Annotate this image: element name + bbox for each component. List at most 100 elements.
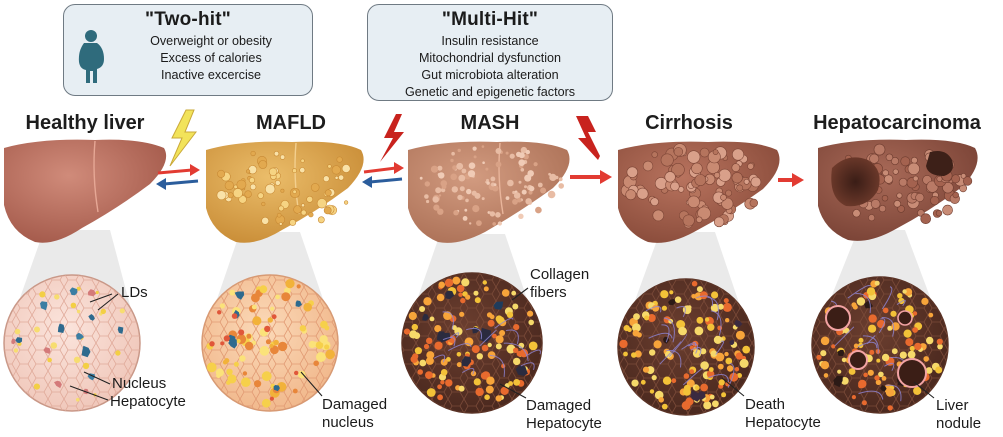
lipid-droplet	[936, 338, 943, 345]
fat-droplet	[513, 192, 521, 199]
fat-droplet	[268, 167, 278, 177]
lipid-droplet	[206, 362, 217, 373]
lipid-droplet	[489, 314, 495, 320]
progression-arrow	[778, 173, 804, 187]
fat-droplet	[476, 220, 482, 227]
lipid-droplet	[251, 304, 257, 310]
nucleus	[57, 323, 65, 333]
fat-droplet	[224, 180, 234, 191]
lipid-droplet	[252, 316, 262, 326]
liver-nodule	[749, 198, 758, 208]
lipid-droplet	[319, 335, 328, 344]
fat-droplet	[338, 174, 345, 181]
liver-nodule	[930, 196, 940, 206]
lipid-droplet	[937, 343, 943, 350]
liver-nodule	[907, 162, 920, 175]
lipid-droplet	[823, 373, 829, 378]
nucleus	[234, 291, 245, 300]
lipid-droplet	[273, 339, 279, 346]
fat-droplet	[486, 181, 490, 185]
lipid-droplet	[632, 329, 640, 337]
liver-nodule	[893, 200, 901, 208]
damaged-nucleus	[264, 325, 271, 333]
collagen-fiber	[847, 285, 872, 299]
lipid-droplet	[858, 379, 867, 389]
lipid-droplet	[115, 350, 121, 356]
fat-droplet	[276, 212, 282, 218]
fat-droplet	[490, 176, 496, 182]
regression-arrow	[156, 178, 199, 190]
lipid-droplet	[281, 292, 291, 302]
lipid-droplet	[742, 345, 751, 354]
liver-nodule	[721, 197, 734, 210]
collagen-fiber	[896, 299, 906, 307]
nucleus	[422, 313, 429, 321]
fat-droplet	[495, 212, 501, 218]
lipid-droplet	[242, 371, 248, 376]
lipid-droplet	[423, 297, 432, 306]
collagen-fiber	[885, 384, 902, 402]
lipid-droplet	[912, 327, 918, 333]
lipid-droplet	[851, 395, 857, 400]
collagen-fiber	[648, 332, 673, 339]
damaged-nucleus	[271, 314, 277, 320]
fat-droplet	[549, 173, 557, 181]
collagen-fiber	[645, 306, 662, 313]
liver-nodule	[694, 174, 707, 186]
lipid-droplet	[623, 325, 630, 332]
fat-droplet	[521, 189, 527, 195]
lipid-droplet	[816, 354, 822, 360]
lipid-droplet	[496, 316, 505, 325]
fat-droplet	[547, 190, 556, 199]
lipid-droplet	[73, 356, 81, 363]
lipid-droplet	[907, 350, 916, 359]
liver-nodule	[660, 153, 674, 167]
lipid-droplet	[456, 352, 462, 357]
fat-droplet	[278, 222, 283, 226]
fat-droplet	[217, 169, 226, 178]
lipid-droplet	[259, 345, 270, 356]
lipid-droplet	[500, 386, 509, 395]
liver-nodule	[960, 173, 967, 179]
nucleus	[117, 326, 124, 334]
tumor-mass	[926, 151, 953, 176]
nucleus	[445, 290, 455, 300]
collagen-fiber	[710, 310, 722, 336]
fat-droplet	[548, 172, 551, 176]
fat-droplet	[438, 172, 445, 179]
fat-droplet	[486, 178, 489, 182]
fat-droplet	[216, 190, 227, 201]
lipid-droplet	[841, 357, 847, 363]
lipid-droplet	[14, 328, 21, 335]
liver-nodule	[915, 193, 925, 203]
liver-nodule	[936, 176, 943, 183]
fat-droplet	[459, 186, 465, 192]
lipid-droplet	[890, 310, 897, 317]
fat-droplet	[323, 206, 332, 215]
lipid-droplet	[423, 343, 430, 350]
lipid-droplet	[495, 395, 502, 402]
lipid-droplet	[426, 337, 433, 344]
lipid-droplet	[419, 359, 427, 367]
lipid-droplet	[487, 319, 495, 327]
lipid-droplet	[445, 379, 453, 387]
damaged-nucleus	[217, 310, 222, 315]
lipid-droplet	[928, 312, 934, 318]
liver-nodule	[920, 213, 932, 224]
fat-droplet	[524, 185, 527, 189]
lipid-droplet	[707, 323, 715, 331]
liver-nodule	[892, 168, 899, 175]
cirrhosis-tissue-circle	[617, 278, 755, 416]
liver-nodule	[731, 172, 743, 184]
liver-nodule	[869, 153, 880, 164]
liver-nodule	[673, 147, 684, 157]
lipid-droplet	[913, 386, 922, 395]
mash-tissue-circle	[401, 272, 543, 414]
lipid-droplet	[50, 342, 58, 349]
fat-droplet	[558, 183, 564, 189]
collagen-fiber	[661, 324, 670, 343]
collagen-fiber	[449, 332, 460, 339]
lipid-droplet	[868, 314, 877, 323]
lipid-droplet	[229, 289, 236, 296]
